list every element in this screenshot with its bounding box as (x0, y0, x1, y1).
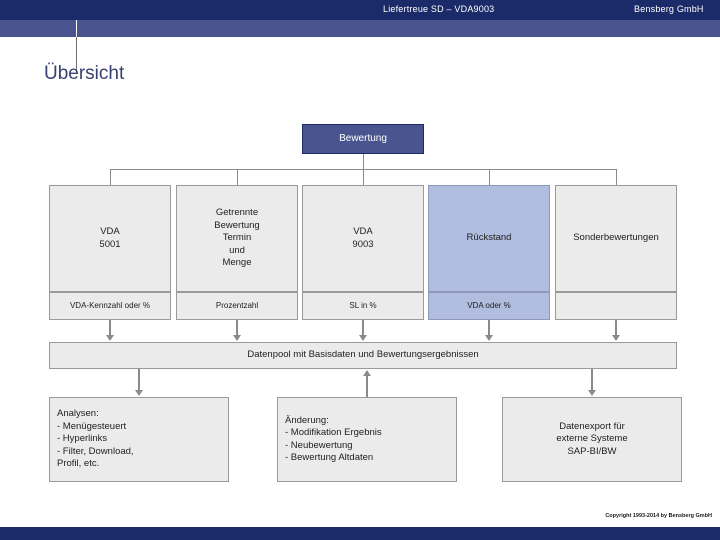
arrow-head-col-3-to-datapool (359, 335, 367, 341)
footer-copyright: Copyright 1993-2014 by Bensberg GmbH (605, 513, 712, 519)
header-accent-rule-gray (76, 37, 77, 70)
connector-drop-col-3 (363, 169, 364, 185)
node-column-1-subtitle-label: VDA-Kennzahl oder % (69, 300, 151, 310)
arrow-head-col-1-to-datapool (106, 335, 114, 341)
node-column-5-subtitle[interactable] (555, 292, 677, 320)
arrow-stem-col-5-to-datapool (615, 320, 617, 337)
node-column-4-title-label: Rückstand (466, 232, 512, 244)
node-column-2-subtitle[interactable]: Prozentzahl (176, 292, 298, 320)
node-analysen-label: Analysen: - Menügesteuert - Hyperlinks -… (57, 408, 134, 470)
arrow-head-datapool-to-datenexport (588, 390, 596, 396)
node-column-5-title[interactable]: Sonderbewertungen (555, 185, 677, 292)
node-column-1-subtitle[interactable]: VDA-Kennzahl oder % (49, 292, 171, 320)
connector-drop-col-1 (110, 169, 111, 185)
arrow-stem-col-2-to-datapool (236, 320, 238, 337)
arrow-stem-col-4-to-datapool (488, 320, 490, 337)
node-column-3-title-label: VDA 9003 (352, 226, 374, 250)
node-datapool[interactable]: Datenpool mit Basisdaten und Bewertungse… (49, 342, 677, 369)
node-datenexport-label: Datenexport für externe Systeme SAP-BI/B… (556, 420, 628, 457)
arrow-head-col-2-to-datapool (233, 335, 241, 341)
arrow-stem-col-3-to-datapool (362, 320, 364, 337)
arrow-stem-aenderung-to-datapool (366, 375, 368, 397)
connector-root-down (363, 154, 364, 169)
arrow-head-col-4-to-datapool (485, 335, 493, 341)
footer-band (0, 527, 720, 540)
arrow-head-datapool-to-analysen (135, 390, 143, 396)
header-band-dark (0, 0, 720, 20)
node-column-2-title[interactable]: Getrennte Bewertung Termin und Menge (176, 185, 298, 292)
connector-drop-col-2 (237, 169, 238, 185)
header-band-light (0, 20, 720, 37)
node-column-1-title[interactable]: VDA 5001 (49, 185, 171, 292)
node-column-3-subtitle-label: SL in % (349, 300, 377, 310)
node-analysen[interactable]: Analysen: - Menügesteuert - Hyperlinks -… (49, 397, 229, 482)
arrow-head-aenderung-to-datapool (363, 370, 371, 376)
node-column-4-title[interactable]: Rückstand (428, 185, 550, 292)
node-column-2-subtitle-label: Prozentzahl (215, 300, 259, 310)
arrow-stem-datapool-to-analysen (138, 369, 140, 393)
node-datenexport[interactable]: Datenexport für externe Systeme SAP-BI/B… (502, 397, 682, 482)
arrow-stem-datapool-to-datenexport (591, 369, 593, 393)
arrow-head-col-5-to-datapool (612, 335, 620, 341)
header-center-title: Liefertreue SD – VDA9003 (383, 4, 495, 14)
node-column-2-title-label: Getrennte Bewertung Termin und Menge (214, 207, 260, 269)
connector-drop-col-4 (489, 169, 490, 185)
node-bewertung-label: Bewertung (339, 132, 387, 144)
node-datapool-label: Datenpool mit Basisdaten und Bewertungse… (247, 349, 479, 361)
arrow-stem-col-1-to-datapool (109, 320, 111, 337)
node-column-4-subtitle-label: VDA oder % (467, 300, 511, 310)
header-accent-rule-white (76, 20, 77, 37)
node-column-1-title-label: VDA 5001 (99, 226, 121, 250)
node-column-5-title-label: Sonderbewertungen (573, 232, 659, 244)
node-aenderung[interactable]: Änderung: - Modifikation Ergebnis - Neub… (277, 397, 457, 482)
header-company-name: Bensberg GmbH (634, 4, 704, 14)
node-column-4-subtitle[interactable]: VDA oder % (428, 292, 550, 320)
node-column-3-title[interactable]: VDA 9003 (302, 185, 424, 292)
node-aenderung-label: Änderung: - Modifikation Ergebnis - Neub… (285, 414, 382, 464)
node-column-3-subtitle[interactable]: SL in % (302, 292, 424, 320)
page-title: Übersicht (44, 63, 125, 84)
connector-drop-col-5 (616, 169, 617, 185)
node-bewertung[interactable]: Bewertung (302, 124, 424, 154)
